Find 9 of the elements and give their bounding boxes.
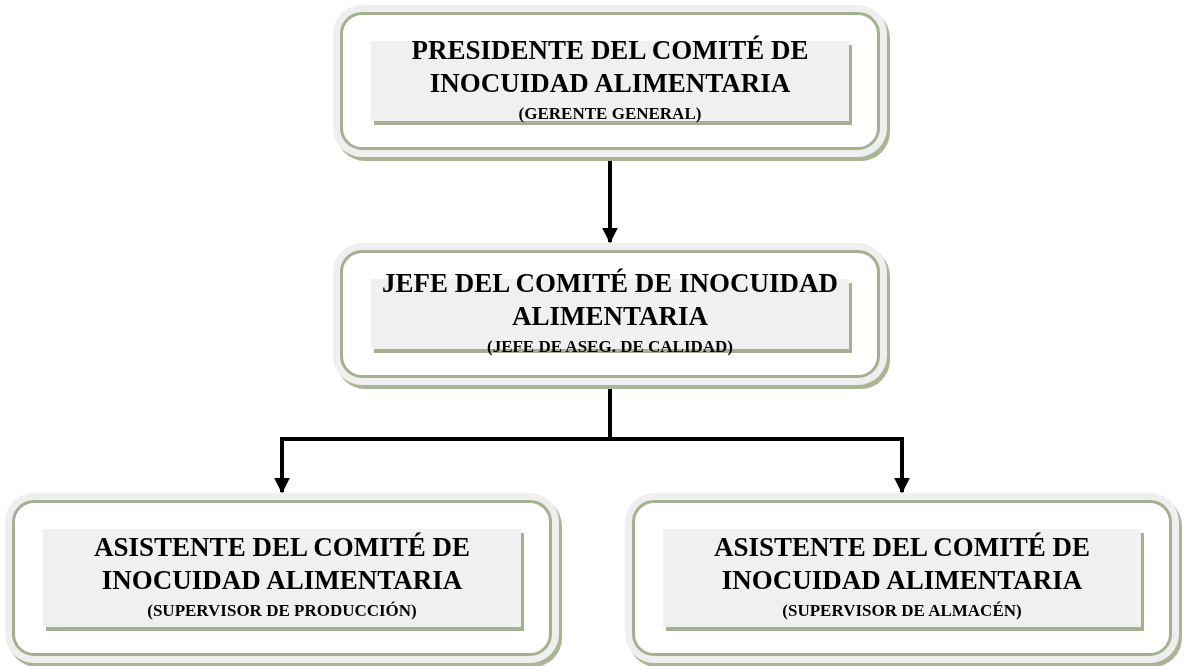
arrow <box>602 158 618 244</box>
role-title: ASISTENTE DEL COMITÉ DE INOCUIDAD ALIMENTARIA <box>713 531 1091 598</box>
role-subtitle: (SUPERVISOR DE PRODUCCIÓN) <box>147 600 417 623</box>
role-title: ASISTENTE DEL COMITÉ DE INOCUIDAD ALIMENTARIA <box>93 531 471 598</box>
role-subtitle: (JEFE DE ASEG. DE CALIDAD) <box>486 336 734 359</box>
role-subtitle: (SUPERVISOR DE ALMACÉN) <box>782 600 1022 623</box>
role-title: JEFE DEL COMITÉ DE INOCUIDAD ALIMENTARIA <box>380 267 840 334</box>
role-subtitle: (GERENTE GENERAL) <box>518 103 702 126</box>
role-title: PRESIDENTE DEL COMITÉ DE INOCUIDAD ALIMENTARIA <box>410 34 810 101</box>
